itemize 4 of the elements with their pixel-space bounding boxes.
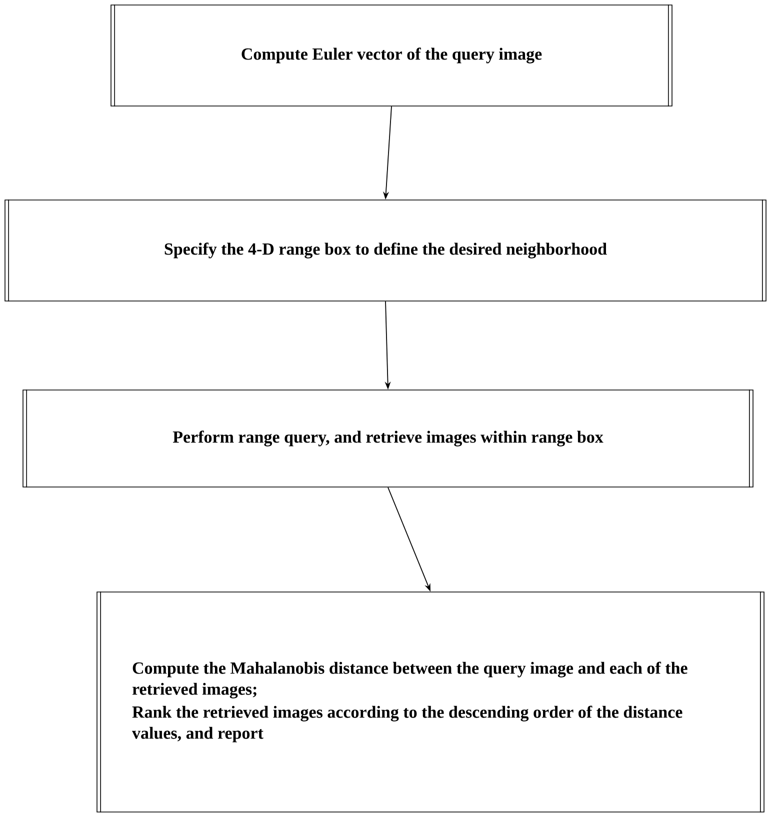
process-box: Perform range query, and retrieve images within range box: [22, 389, 754, 488]
process-box: Compute the Mahalanobis distance between the query image and each of the retrieved images; Rank the retrieved images according to the descending order of the distance values, and report: [96, 591, 764, 813]
process-box: Specify the 4-D range box to define the desired neighborhood: [4, 199, 766, 302]
process-box: Compute Euler vector of the query image: [110, 4, 672, 107]
